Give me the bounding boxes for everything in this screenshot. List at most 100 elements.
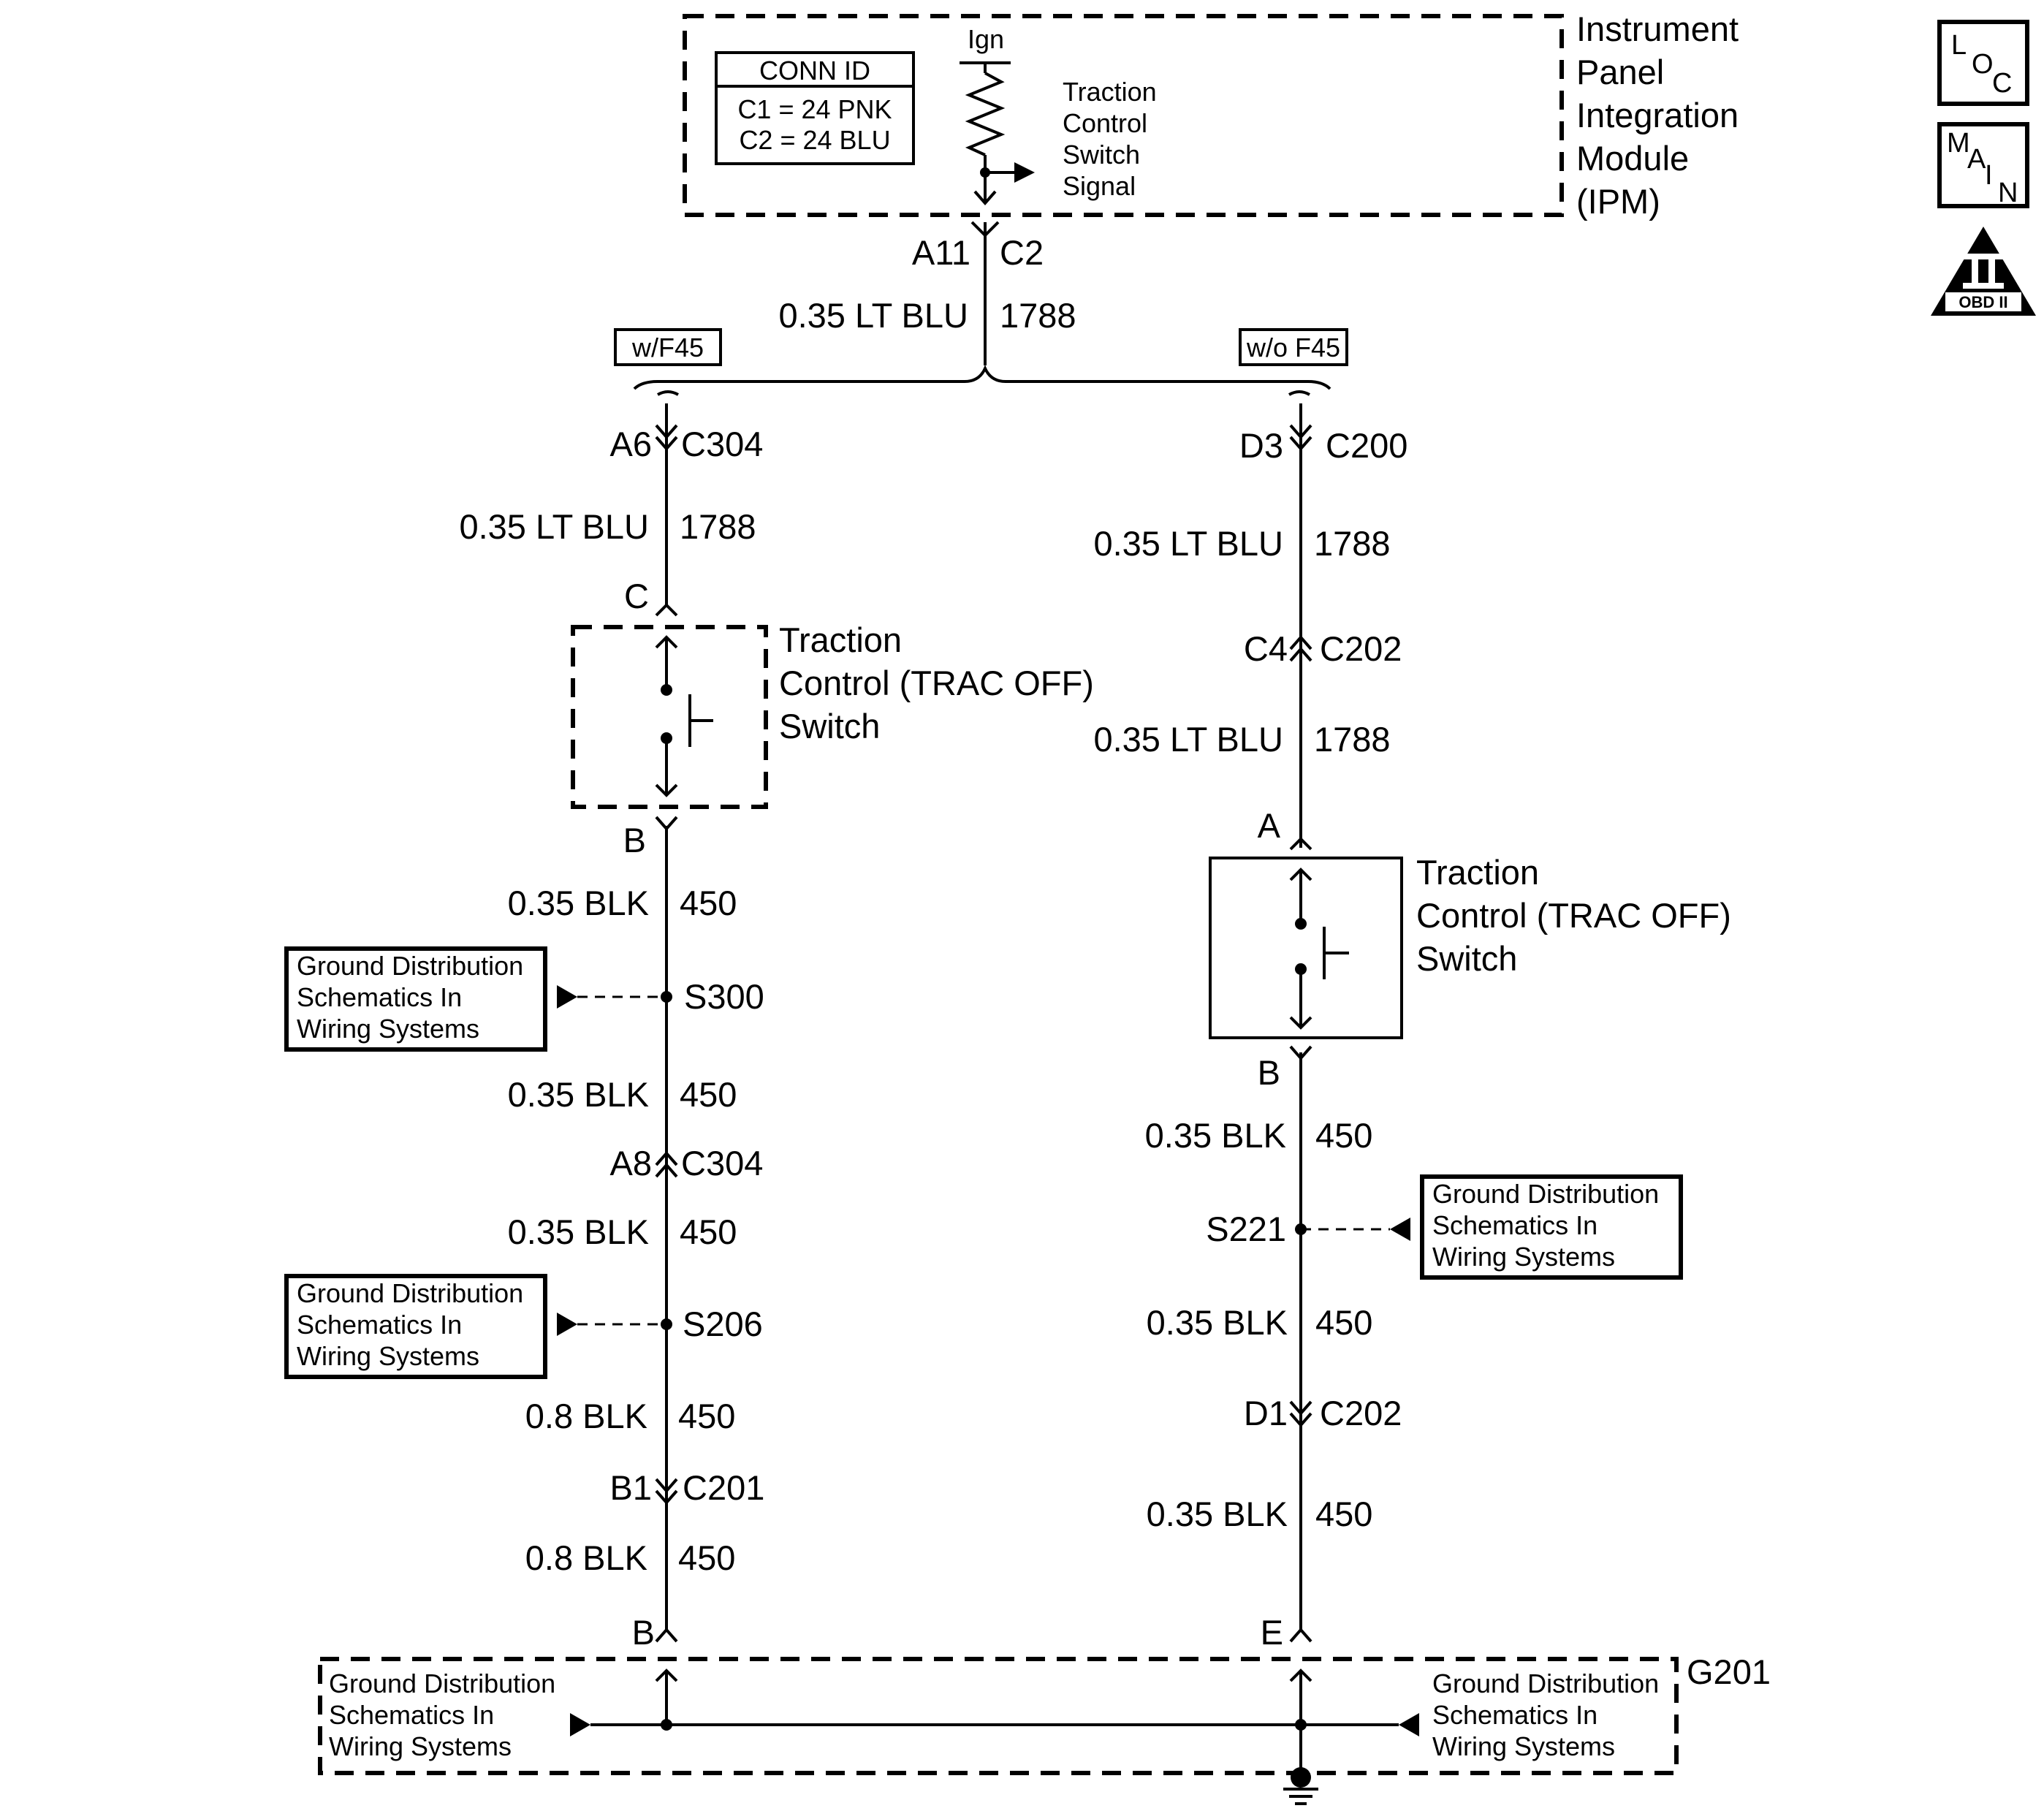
right-wire3-gauge: 0.35 BLK bbox=[1145, 1116, 1286, 1155]
svg-text:O: O bbox=[1972, 49, 1994, 80]
ign-label: Ign bbox=[968, 24, 1004, 54]
left-s300: S300 bbox=[684, 977, 764, 1016]
left-switch-bottom-pin: B bbox=[623, 821, 646, 859]
left-wire4-gauge: 0.35 BLK bbox=[508, 1212, 649, 1251]
svg-text:Schematics In: Schematics In bbox=[1432, 1210, 1597, 1240]
left-ground-pin: B bbox=[632, 1613, 655, 1652]
right-c202-top-conn: C202 bbox=[1320, 629, 1402, 668]
ground-name: G201 bbox=[1687, 1652, 1771, 1691]
right-wire4-gauge: 0.35 BLK bbox=[1147, 1303, 1288, 1342]
signal-down-arrow-icon bbox=[973, 190, 997, 206]
left-c304-top-conn: C304 bbox=[681, 425, 763, 463]
signal-label-line-3: Switch bbox=[1063, 140, 1140, 170]
chassis-ground-icon bbox=[1283, 1767, 1318, 1805]
svg-text:C: C bbox=[1992, 68, 2012, 99]
ipm-boundary bbox=[683, 14, 1564, 217]
left-switch-top-pin: C bbox=[624, 577, 649, 615]
right-switch-name-line-3: Switch bbox=[1416, 939, 1517, 978]
right-c200-pin: D3 bbox=[1239, 426, 1283, 465]
svg-text:Schematics In: Schematics In bbox=[297, 982, 462, 1012]
ipm-connector: A11 C2 bbox=[912, 221, 1044, 272]
left-s206: S206 bbox=[683, 1305, 763, 1343]
svg-text:Wiring Systems: Wiring Systems bbox=[1432, 1731, 1615, 1761]
right-switch-bottom-pin: B bbox=[1258, 1053, 1280, 1092]
left-wire3-circuit: 450 bbox=[680, 1075, 737, 1114]
conn-id-box: CONN ID C1 = 24 PNK C2 = 24 BLU bbox=[715, 51, 915, 165]
right-c202-bot-pin: D1 bbox=[1244, 1394, 1288, 1432]
right-wire1-gauge: 0.35 LT BLU bbox=[1093, 524, 1283, 563]
left-switch-name-line-1: Traction bbox=[779, 620, 902, 659]
right-branch: D3 C200 0.35 LT BLU 1788 C4 C202 0.35 LT… bbox=[1093, 403, 1731, 1652]
right-s221-reference: Ground Distribution Schematics In Wiring… bbox=[1420, 1174, 1683, 1280]
right-s221: S221 bbox=[1206, 1210, 1286, 1248]
main-badge[interactable]: M A I N bbox=[1937, 122, 2029, 208]
svg-text:w/F45: w/F45 bbox=[631, 333, 704, 362]
svg-text:Ground Distribution: Ground Distribution bbox=[1432, 1179, 1659, 1209]
conn-id-c1: C1 = 24 PNK bbox=[737, 94, 892, 124]
obd-ii-badge[interactable]: II OBD II bbox=[1931, 227, 2036, 316]
ipm-pin: A11 bbox=[912, 233, 970, 272]
right-c202-bot-conn: C202 bbox=[1320, 1394, 1402, 1432]
right-c202-top-pin: C4 bbox=[1244, 629, 1288, 668]
svg-text:N: N bbox=[1998, 178, 2018, 208]
left-c304-bot-conn: C304 bbox=[681, 1144, 763, 1182]
right-wire2-circuit: 1788 bbox=[1314, 720, 1391, 759]
svg-text:M: M bbox=[1947, 128, 1970, 159]
signal-label-line-4: Signal bbox=[1063, 171, 1136, 201]
right-wire5-gauge: 0.35 BLK bbox=[1147, 1495, 1288, 1533]
left-wire4-circuit: 450 bbox=[680, 1212, 737, 1251]
trunk-wire-circuit: 1788 bbox=[1000, 296, 1076, 335]
ipm-name-line-5: (IPM) bbox=[1576, 182, 1660, 221]
left-wire5-circuit: 450 bbox=[678, 1397, 735, 1435]
right-c200-conn: C200 bbox=[1326, 426, 1407, 465]
right-wire2-gauge: 0.35 LT BLU bbox=[1093, 720, 1283, 759]
right-wire3-circuit: 450 bbox=[1315, 1116, 1372, 1155]
right-wire5-circuit: 450 bbox=[1315, 1495, 1372, 1533]
ipm-module: Instrument Panel Integration Module (IPM… bbox=[683, 10, 1739, 221]
ipm-name-line-2: Panel bbox=[1576, 53, 1664, 91]
left-switch-name-line-3: Switch bbox=[779, 707, 880, 745]
left-switch-icon bbox=[655, 635, 713, 797]
option-left: w/F45 bbox=[614, 328, 722, 366]
ground-left-reference: Ground Distribution Schematics In Wiring… bbox=[329, 1668, 555, 1761]
svg-text:Ground Distribution: Ground Distribution bbox=[1432, 1668, 1659, 1698]
ground-boundary bbox=[318, 1657, 1679, 1775]
conn-id-title: CONN ID bbox=[759, 56, 870, 86]
svg-text:Schematics In: Schematics In bbox=[329, 1700, 494, 1730]
signal-label-line-1: Traction bbox=[1063, 77, 1157, 107]
left-wire2-gauge: 0.35 BLK bbox=[508, 884, 649, 922]
svg-text:w/o F45: w/o F45 bbox=[1246, 333, 1340, 362]
left-wire3-gauge: 0.35 BLK bbox=[508, 1075, 649, 1114]
left-wire1-circuit: 1788 bbox=[680, 507, 756, 546]
left-s300-reference: Ground Distribution Schematics In Wiring… bbox=[284, 946, 547, 1052]
right-switch-name-line-2: Control (TRAC OFF) bbox=[1416, 896, 1731, 935]
ground-right-reference: Ground Distribution Schematics In Wiring… bbox=[1432, 1668, 1659, 1761]
right-switch-icon bbox=[1289, 867, 1349, 1030]
pullup-resistor-icon bbox=[965, 72, 1006, 156]
left-wire1-gauge: 0.35 LT BLU bbox=[459, 507, 649, 546]
left-s206-reference: Ground Distribution Schematics In Wiring… bbox=[284, 1274, 547, 1379]
left-c201-conn: C201 bbox=[683, 1468, 764, 1507]
ground-g201: G201 Ground Distribution Schematics In W… bbox=[318, 1652, 1771, 1805]
right-ground-pin: E bbox=[1261, 1613, 1283, 1652]
right-switch-top-pin: A bbox=[1258, 806, 1281, 845]
option-split bbox=[633, 365, 1331, 390]
conn-id-c2: C2 = 24 BLU bbox=[739, 125, 890, 155]
right-switch-name-line-1: Traction bbox=[1416, 853, 1539, 892]
right-wire1-circuit: 1788 bbox=[1314, 524, 1391, 563]
left-c201-pin: B1 bbox=[610, 1468, 653, 1507]
left-wire6-gauge: 0.8 BLK bbox=[525, 1538, 647, 1577]
svg-text:A: A bbox=[1967, 144, 1986, 175]
right-switch-boundary bbox=[1209, 857, 1403, 1039]
left-wire5-gauge: 0.8 BLK bbox=[525, 1397, 647, 1435]
left-wire6-circuit: 450 bbox=[678, 1538, 735, 1577]
right-wire4-circuit: 450 bbox=[1315, 1303, 1372, 1342]
svg-text:Schematics In: Schematics In bbox=[1432, 1700, 1597, 1730]
svg-text:Schematics In: Schematics In bbox=[297, 1310, 462, 1340]
svg-text:L: L bbox=[1951, 30, 1967, 61]
signal-label-line-2: Control bbox=[1063, 108, 1147, 138]
loc-badge[interactable]: L O C bbox=[1937, 20, 2029, 106]
trunk-wire-gauge: 0.35 LT BLU bbox=[778, 296, 968, 335]
left-c304-top-pin: A6 bbox=[610, 425, 653, 463]
